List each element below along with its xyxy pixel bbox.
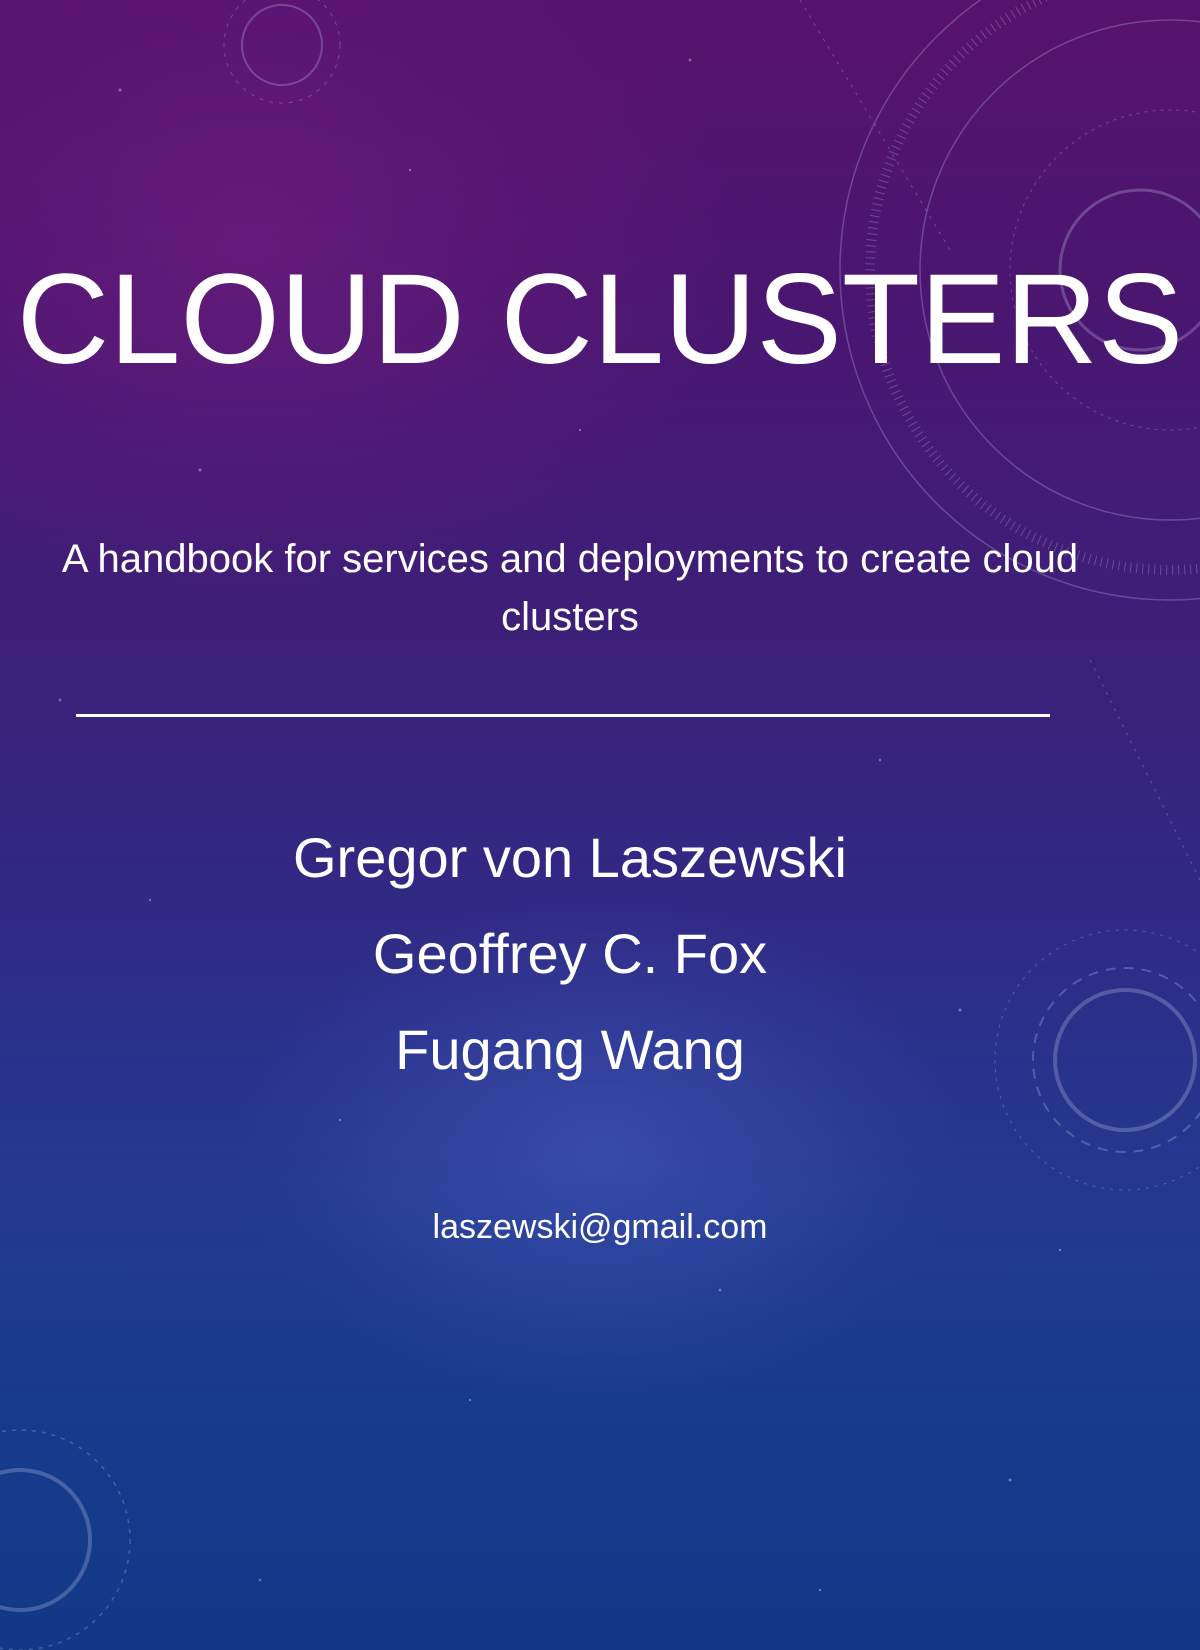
author-list: Gregor von Laszewski Geoffrey C. Fox Fug… <box>0 810 1140 1098</box>
divider-line <box>76 714 1050 717</box>
book-subtitle: A handbook for services and deployments … <box>61 537 1079 639</box>
author-name: Fugang Wang <box>395 1018 745 1081</box>
author-name: Gregor von Laszewski <box>292 826 847 889</box>
book-title: CLOUD CLUSTERS <box>16 248 1184 391</box>
author-name: Geoffrey C. Fox <box>372 922 768 985</box>
contact-email: laszewski@gmail.com <box>432 1208 768 1246</box>
